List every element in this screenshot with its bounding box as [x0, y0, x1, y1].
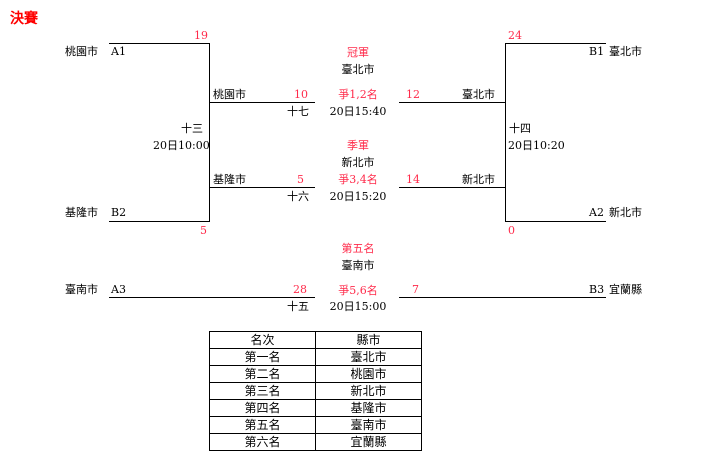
- bracket-line: [505, 221, 606, 222]
- bracket-line: [209, 187, 315, 188]
- third-team: 新北市: [341, 156, 375, 169]
- champion-team: 臺北市: [341, 63, 375, 76]
- fifth-label: 第五名: [341, 242, 375, 255]
- score-a3: 28: [293, 283, 307, 296]
- bracket-line: [399, 297, 606, 298]
- score: 12: [406, 88, 420, 101]
- rank: 第一名: [209, 348, 316, 366]
- bracket-line: [399, 187, 505, 188]
- team-b3: 宜蘭縣: [609, 283, 642, 296]
- city: 臺南市: [315, 416, 422, 434]
- table-row: 第五名臺南市: [209, 416, 422, 434]
- bracket-line: [399, 102, 505, 103]
- match-label: 爭5,6名: [338, 284, 378, 297]
- team: 新北市: [462, 173, 495, 186]
- score-b2: 5: [200, 224, 207, 237]
- rank: 第三名: [209, 382, 316, 400]
- team: 臺北市: [462, 88, 495, 101]
- table-header: 名次 縣市: [209, 331, 422, 349]
- game-number: 十五: [287, 300, 309, 313]
- table-row: 第二名桃園市: [209, 365, 422, 383]
- bracket-line: [109, 297, 315, 298]
- team: 基隆市: [213, 173, 246, 186]
- bracket-line: [505, 43, 606, 44]
- score-a1: 19: [194, 29, 208, 42]
- bracket-line: [209, 43, 210, 222]
- match-time: 20日15:20: [329, 190, 387, 203]
- score: 14: [406, 173, 420, 186]
- champion-label: 冠軍: [347, 46, 369, 59]
- seed-a1: A1: [111, 45, 126, 58]
- city: 新北市: [315, 382, 422, 400]
- team-a3: 臺南市: [65, 283, 98, 296]
- match-time: 20日15:00: [329, 300, 387, 313]
- seed-a2: A2: [589, 206, 604, 219]
- score: 10: [294, 88, 308, 101]
- team: 桃園市: [213, 88, 246, 101]
- score-b1: 24: [508, 29, 522, 42]
- third-label: 季軍: [347, 139, 369, 152]
- header-city: 縣市: [315, 331, 422, 349]
- bracket-line: [505, 43, 506, 222]
- game-number: 十六: [287, 190, 309, 203]
- city: 宜蘭縣: [315, 433, 422, 451]
- header-rank: 名次: [209, 331, 316, 349]
- table-row: 第六名宜蘭縣: [209, 433, 422, 451]
- team-a2: 新北市: [609, 206, 642, 219]
- bracket-line: [109, 221, 209, 222]
- city: 臺北市: [315, 348, 422, 366]
- city: 基隆市: [315, 399, 422, 417]
- table-row: 第三名新北市: [209, 382, 422, 400]
- seed-b1: B1: [589, 45, 605, 58]
- seed-b2: B2: [111, 206, 127, 219]
- score-a2: 0: [508, 224, 515, 237]
- game-number: 十三: [181, 122, 203, 135]
- match-label: 爭3,4名: [338, 173, 378, 186]
- game-time: 20日10:00: [153, 139, 210, 152]
- page-title: 決賽: [10, 11, 38, 27]
- bracket-line: [209, 102, 315, 103]
- table-row: 第一名臺北市: [209, 348, 422, 366]
- team-b1: 臺北市: [609, 45, 642, 58]
- score-b3: 7: [412, 283, 419, 296]
- fifth-team: 臺南市: [341, 259, 375, 272]
- team-b2: 基隆市: [65, 206, 98, 219]
- table-row: 第四名基隆市: [209, 399, 422, 417]
- seed-b3: B3: [589, 283, 605, 296]
- rank: 第二名: [209, 365, 316, 383]
- ranking-table: 名次 縣市 第一名臺北市 第二名桃園市 第三名新北市 第四名基隆市 第五名臺南市…: [209, 331, 422, 451]
- team-a1: 桃園市: [65, 45, 98, 58]
- bracket-line: [109, 43, 209, 44]
- game-number: 十七: [287, 105, 309, 118]
- match-label: 爭1,2名: [338, 88, 378, 101]
- rank: 第五名: [209, 416, 316, 434]
- score: 5: [297, 173, 304, 186]
- rank: 第四名: [209, 399, 316, 417]
- match-time: 20日15:40: [329, 105, 387, 118]
- rank: 第六名: [209, 433, 316, 451]
- game-time: 20日10:20: [508, 139, 565, 152]
- city: 桃園市: [315, 365, 422, 383]
- game-number: 十四: [509, 122, 531, 135]
- seed-a3: A3: [111, 283, 126, 296]
